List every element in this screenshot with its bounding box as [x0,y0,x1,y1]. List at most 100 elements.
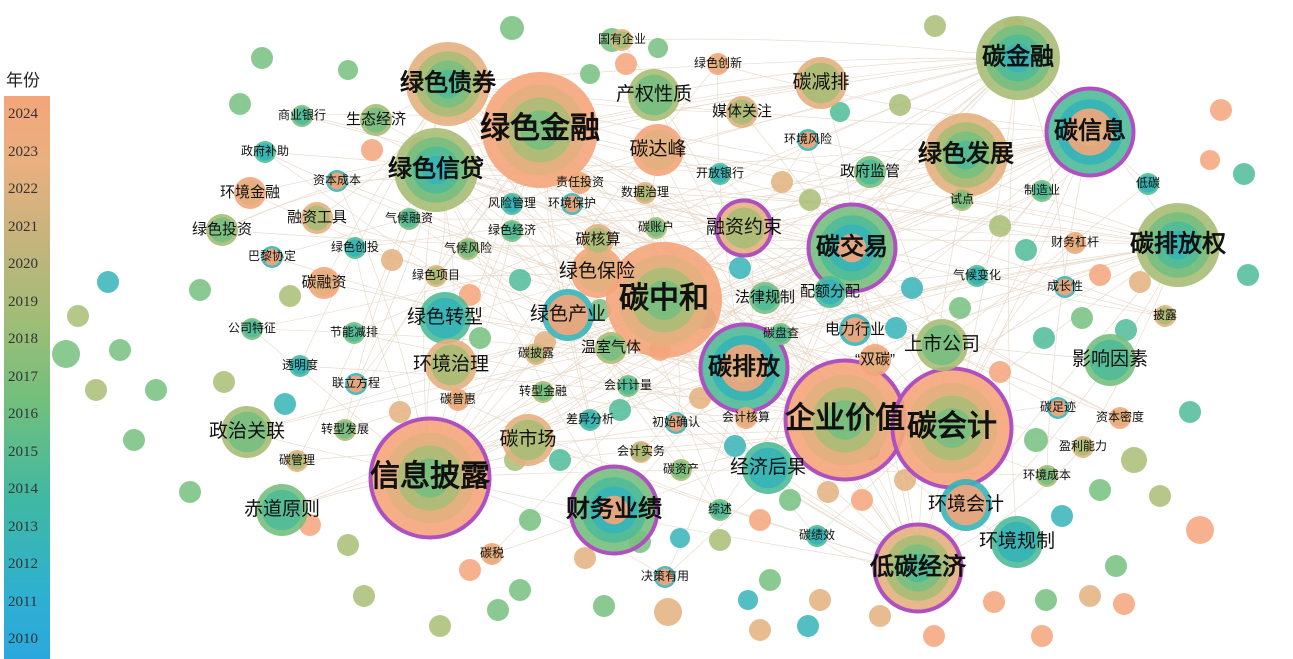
keyword-node[interactable] [645,217,667,239]
keyword-node[interactable] [632,124,684,176]
keyword-node[interactable] [406,42,490,126]
keyword-node[interactable] [1109,407,1131,429]
unlabeled-keyword-node [1051,505,1073,527]
keyword-node[interactable] [916,319,968,371]
keyword-node[interactable] [291,105,313,127]
keyword-node[interactable] [872,522,964,614]
keyword-node[interactable] [398,208,420,230]
keyword-node[interactable] [854,156,886,188]
keyword-node[interactable] [308,267,340,299]
keyword-label: 碳披露 [518,346,554,360]
keyword-node[interactable] [735,407,757,429]
keyword-node[interactable] [1044,86,1136,178]
keyword-node[interactable] [806,525,828,547]
keyword-node[interactable] [976,16,1060,100]
keyword-node[interactable] [326,170,348,192]
keyword-node[interactable] [890,366,1014,490]
keyword-label: 转型发展 [321,421,369,436]
keyword-node[interactable] [286,450,308,472]
keyword-node[interactable] [1054,276,1076,298]
keyword-node[interactable] [368,416,492,540]
keyword-node[interactable] [749,282,781,314]
keyword-node[interactable] [482,72,598,188]
keyword-node[interactable] [951,189,973,211]
keyword-node-ring [857,159,883,185]
keyword-node[interactable] [1031,180,1053,202]
keyword-node[interactable] [839,314,871,346]
keyword-node[interactable] [301,202,333,234]
keyword-node[interactable] [966,265,988,287]
keyword-node[interactable] [709,163,731,185]
keyword-node[interactable] [611,29,633,51]
keyword-node[interactable] [221,406,273,458]
keyword-node[interactable] [795,57,847,109]
keyword-node[interactable] [1084,334,1136,386]
keyword-node[interactable] [606,242,722,358]
keyword-node[interactable] [1137,173,1159,195]
keyword-node[interactable] [654,566,676,588]
keyword-node[interactable] [1154,305,1176,327]
keyword-node[interactable] [254,141,276,163]
keyword-node[interactable] [709,499,731,521]
keyword-node[interactable] [502,414,554,466]
keyword-node[interactable] [532,381,554,403]
keyword-node[interactable] [714,198,774,258]
keyword-node[interactable] [501,220,523,242]
keyword-node[interactable] [991,516,1043,568]
keyword-node[interactable] [425,265,447,287]
keyword-node[interactable] [206,214,238,246]
keyword-node[interactable] [726,96,758,128]
keyword-node[interactable] [1047,397,1069,419]
keyword-node[interactable] [770,323,792,345]
keyword-node[interactable] [241,318,263,340]
keyword-node[interactable] [1064,232,1086,254]
keyword-node[interactable] [797,129,819,151]
keyword-node[interactable] [343,322,365,344]
keyword-node[interactable] [617,375,639,397]
keyword-node[interactable] [261,246,283,268]
keyword-node[interactable] [481,543,503,565]
keyword-node[interactable] [344,237,366,259]
keyword-node[interactable] [582,224,614,256]
keyword-node[interactable] [256,484,308,536]
keyword-node[interactable] [924,113,1008,197]
keyword-node[interactable] [360,104,392,136]
keyword-node[interactable] [234,177,266,209]
keyword-node[interactable] [525,343,547,365]
unlabeled-keyword-node [574,547,596,569]
keyword-node[interactable] [419,292,471,344]
keyword-node[interactable] [1072,436,1094,458]
keyword-node[interactable] [501,193,523,215]
keyword-node[interactable] [595,332,627,364]
keyword-node[interactable] [859,344,891,376]
keyword-node[interactable] [670,459,692,481]
keyword-node[interactable] [814,276,846,308]
keyword-node[interactable] [394,128,478,212]
keyword-node[interactable] [707,53,729,75]
keyword-node[interactable] [940,479,992,531]
legend-year-2023: 2023 [8,143,38,160]
keyword-node[interactable] [1036,465,1058,487]
keyword-node[interactable] [425,339,477,391]
keyword-node[interactable] [289,355,311,377]
keyword-node[interactable] [334,419,356,441]
keyword-node[interactable] [345,373,367,395]
keyword-node[interactable] [568,464,660,556]
keyword-node[interactable] [579,409,601,431]
keyword-node-ring [336,421,354,439]
keyword-node[interactable] [571,246,623,298]
keyword-node-ring [598,335,624,361]
keyword-node[interactable] [634,182,656,204]
keyword-node[interactable] [561,193,583,215]
keyword-node[interactable] [542,289,594,341]
keyword-node[interactable] [665,412,687,434]
keyword-node[interactable] [742,442,794,494]
keyword-node[interactable] [806,202,898,294]
keyword-node[interactable] [1136,203,1220,287]
keyword-node[interactable] [457,238,479,260]
keyword-node[interactable] [569,172,591,194]
keyword-node[interactable] [628,69,680,121]
keyword-node[interactable] [630,441,652,463]
keyword-node[interactable] [447,389,469,411]
keyword-node[interactable] [783,358,907,482]
